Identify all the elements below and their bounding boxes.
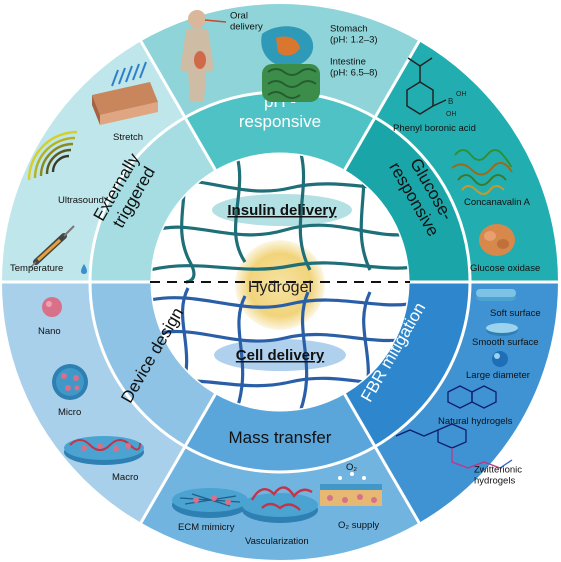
human-body-illustration <box>180 10 214 102</box>
ultrasound-icon <box>27 130 78 181</box>
nano-particle <box>42 297 62 317</box>
label-intestine-line: (pH: 6.5–8) <box>330 68 378 79</box>
zwitterionic-hydrogel-structure <box>395 423 513 469</box>
label-stomach-line: Stomach <box>330 23 368 34</box>
label-smooth-surface: Smooth surface <box>472 337 539 348</box>
phenyl-boronic-acid-structure <box>406 57 447 115</box>
center-insulin-title: Insulin delivery <box>227 202 337 219</box>
natural-hydrogel-structure <box>447 385 497 409</box>
center-hydrogel-label: Hydrogel <box>248 279 312 296</box>
glucose-oxidase-structure <box>479 224 515 256</box>
center-cell-title: Cell delivery <box>236 347 325 364</box>
label-soft-surface: Soft surface <box>490 308 541 319</box>
label-glucose-oxidase: Glucose oxidase <box>470 263 540 274</box>
label-natural-hydrogels: Natural hydrogels <box>438 416 513 427</box>
label-ultrasound: Ultrasound <box>58 195 104 206</box>
label-intestine-line: Intestine <box>330 56 366 67</box>
label-intestine: Intestine(pH: 6.5–8) <box>330 56 378 78</box>
ecm-mimicry-illustration <box>172 488 248 518</box>
label-zwitterionic-hydrogels-line: hydrogels <box>474 476 515 487</box>
stomach-illustration <box>261 26 314 67</box>
stretch-illustration <box>92 61 158 125</box>
label-o2-supply: O₂ supply <box>338 520 379 531</box>
oral-arrow <box>204 19 227 23</box>
label-oral-delivery-line: Oral <box>230 10 248 21</box>
label-ecm-mimicry: ECM mimicry <box>178 522 235 533</box>
intestine-illustration <box>262 64 320 102</box>
label-ph-responsive-line: responsive <box>239 112 321 131</box>
label-large-diameter: Large diameter <box>466 370 530 381</box>
temperature-syringe-icon <box>29 225 75 269</box>
label-concanavalin: Concanavalin A <box>464 197 531 208</box>
label-mass-transfer: Mass transfer <box>229 428 332 447</box>
concanavalin-structure <box>451 149 513 195</box>
label-stomach-line: (pH: 1.2–3) <box>330 35 378 46</box>
label-macro: Macro <box>112 472 138 483</box>
label-oh-top: OH <box>456 91 467 98</box>
micro-particle <box>52 364 88 400</box>
label-nano: Nano <box>38 326 61 337</box>
label-stretch: Stretch <box>113 132 143 143</box>
oxygen-supply-illustration <box>320 472 382 506</box>
label-phenyl-boronic-acid: Phenyl boronic acid <box>393 123 476 134</box>
insulin-highlight <box>212 194 352 226</box>
label-micro: Micro <box>58 407 81 418</box>
large-diameter-icon <box>492 351 508 367</box>
water-drop-icon <box>81 264 87 274</box>
soft-surface-icon <box>476 289 516 301</box>
label-stomach: Stomach(pH: 1.2–3) <box>330 23 378 45</box>
cell-highlight <box>214 339 346 371</box>
inner-core <box>150 152 410 412</box>
label-vascularization: Vascularization <box>245 536 309 547</box>
macro-device <box>64 436 144 465</box>
vascularization-illustration <box>242 486 318 523</box>
label-temperature: Temperature <box>10 263 63 274</box>
label-zwitterionic-hydrogels-line: Zwitterionic <box>474 464 522 475</box>
label-o2-small: O₂ <box>346 462 357 473</box>
label-boron: B <box>448 97 453 106</box>
label-oral-delivery-line: delivery <box>230 22 263 33</box>
smooth-surface-icon <box>486 323 518 336</box>
label-oh-bottom: OH <box>446 111 457 118</box>
